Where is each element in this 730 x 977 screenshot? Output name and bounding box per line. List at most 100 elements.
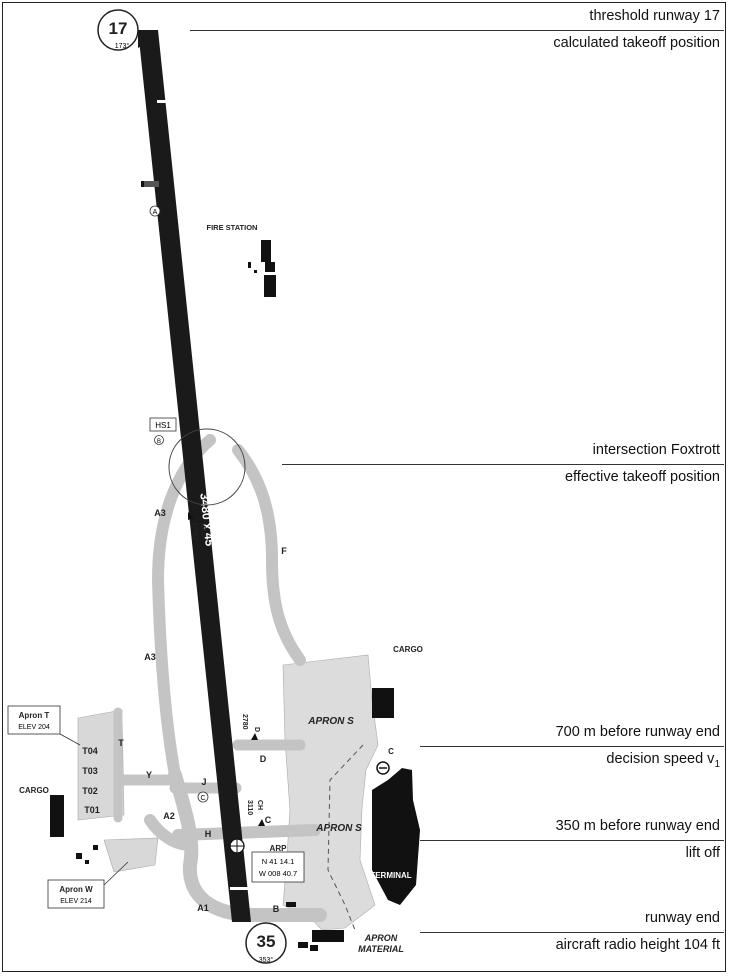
terminal-building xyxy=(372,768,420,905)
threshold-17-circle xyxy=(97,9,139,51)
taxiway-label-a2: A2 xyxy=(163,811,175,821)
stand-t01: T01 xyxy=(84,805,100,815)
tower-icon xyxy=(376,761,390,775)
annotation-foxtrott-rule xyxy=(282,464,724,465)
hs1-box xyxy=(149,417,177,432)
fire-station-building xyxy=(261,240,271,262)
d-hold-arrow xyxy=(251,733,258,740)
apron-s-lower-label: APRON S xyxy=(315,823,362,834)
terminal-label: TERMINAL xyxy=(370,871,411,880)
apron-t-name: Apron T xyxy=(19,711,50,720)
annotation-threshold-secondary: calculated takeoff position xyxy=(553,35,720,51)
taxiway-a3 xyxy=(152,434,216,781)
taxiway-a xyxy=(168,768,327,922)
apron-s xyxy=(282,654,379,931)
taxiway-f xyxy=(232,444,306,666)
annotation-threshold-rule xyxy=(190,30,724,31)
apron-material-label-2: MATERIAL xyxy=(358,944,404,954)
taxiway-b-circle-label: B xyxy=(157,439,161,445)
d-code: D xyxy=(253,727,260,732)
taxiways xyxy=(113,434,327,922)
windsock-icon xyxy=(141,181,159,187)
taxiway-label-y: Y xyxy=(146,770,152,780)
annotation-700m-primary: 700 m before runway end xyxy=(555,724,720,740)
annotation-end-secondary: aircraft radio height 104 ft xyxy=(555,937,720,953)
taxiway-c-circle-label: C xyxy=(200,795,205,802)
apron-boundary-dashed xyxy=(327,744,364,931)
taxiway-a2 xyxy=(144,814,196,851)
taxiway-label-t: T xyxy=(118,738,124,748)
apron-material-label-1: APRON xyxy=(364,933,398,943)
runway-17-heading: 173° xyxy=(115,42,130,50)
arp-icon xyxy=(229,838,245,854)
stand-t03: T03 xyxy=(82,766,98,776)
ch-distance: 3110 xyxy=(246,800,253,815)
annotation-700m-rule xyxy=(420,746,724,747)
threshold-35-circle xyxy=(245,922,287,964)
taxiway-label-c: C xyxy=(265,815,272,825)
taxiway-h xyxy=(172,824,321,841)
apron-t-box xyxy=(7,705,61,735)
stand-t02: T02 xyxy=(82,786,98,796)
annotation-700m-secondary-text: decision speed v xyxy=(606,751,715,767)
buildings xyxy=(50,240,420,951)
a3-code: 17/A3 xyxy=(191,522,198,541)
taxiway-label-c-tower: C xyxy=(388,747,394,756)
taxiway-a-circle xyxy=(149,205,161,217)
apron-w-name: Apron W xyxy=(59,885,93,894)
taxiway-label-f: F xyxy=(281,546,287,556)
arp-box xyxy=(251,851,305,883)
stand-t04: T04 xyxy=(82,746,98,756)
taxiway-a-circle-label: A xyxy=(153,209,158,216)
apron-w-elev: ELEV 214 xyxy=(60,898,92,905)
taxiway-b-circle xyxy=(154,435,164,445)
runway-crossbars xyxy=(157,100,254,890)
fire-station-label: FIRE STATION xyxy=(207,223,258,232)
ch-code: CH xyxy=(256,800,263,810)
apron-material-building xyxy=(312,930,344,942)
apron-t-leader xyxy=(59,733,81,746)
annotation-foxtrott-secondary: effective takeoff position xyxy=(564,469,720,485)
runway-threshold-arrow xyxy=(138,30,158,48)
taxiway-c-circle xyxy=(197,791,209,803)
apron-w-leader xyxy=(103,861,129,886)
arp-lon: W 008 40.7 xyxy=(259,869,297,878)
cargo-west-building xyxy=(50,795,64,837)
annotation-350m-secondary: lift off xyxy=(685,845,720,861)
d-distance: 2780 xyxy=(241,714,248,730)
runway-17-number: 17 xyxy=(109,19,128,38)
runway xyxy=(138,30,251,922)
taxiway-label-a3-top: A3 xyxy=(154,508,166,518)
apron-s-upper-label: APRON S xyxy=(307,716,354,727)
arp-label: ARP xyxy=(270,844,288,853)
taxiway-label-a3-mid: A3 xyxy=(144,652,156,662)
apron-w-box xyxy=(47,879,105,909)
apron-t-elev: ELEV 204 xyxy=(18,724,50,731)
hs1-label: HS1 xyxy=(155,421,171,430)
annotation-700m-secondary-sub: 1 xyxy=(714,758,720,770)
annotation-foxtrott-primary: intersection Foxtrott xyxy=(592,442,720,458)
a3-distance: 1900 xyxy=(199,522,206,538)
taxiway-label-a1: A1 xyxy=(197,903,209,913)
runway-dimensions: 3480 x 45 xyxy=(197,492,217,547)
taxiway-label-d: D xyxy=(260,754,267,764)
annotation-700m-secondary: decision speed v1 xyxy=(606,751,720,770)
cargo-east-building xyxy=(372,688,394,718)
a3-hold-arrow xyxy=(188,512,194,520)
foxtrott-circle xyxy=(168,428,246,506)
taxiway-label-b: B xyxy=(273,904,280,914)
ch-hold-arrow xyxy=(258,819,265,826)
annotation-end-rule xyxy=(420,932,724,933)
runway-35-heading: 353° xyxy=(259,956,274,964)
annotation-threshold-primary: threshold runway 17 xyxy=(589,8,720,24)
taxiway-label-h: H xyxy=(205,829,212,839)
apron-w xyxy=(103,837,159,873)
cargo-west-label: CARGO xyxy=(19,786,49,795)
annotation-350m-primary: 350 m before runway end xyxy=(555,818,720,834)
taxiway-label-j: J xyxy=(201,777,206,787)
cargo-east-label: CARGO xyxy=(393,645,423,654)
apron-t xyxy=(77,709,125,821)
runway-35-number: 35 xyxy=(257,932,276,951)
